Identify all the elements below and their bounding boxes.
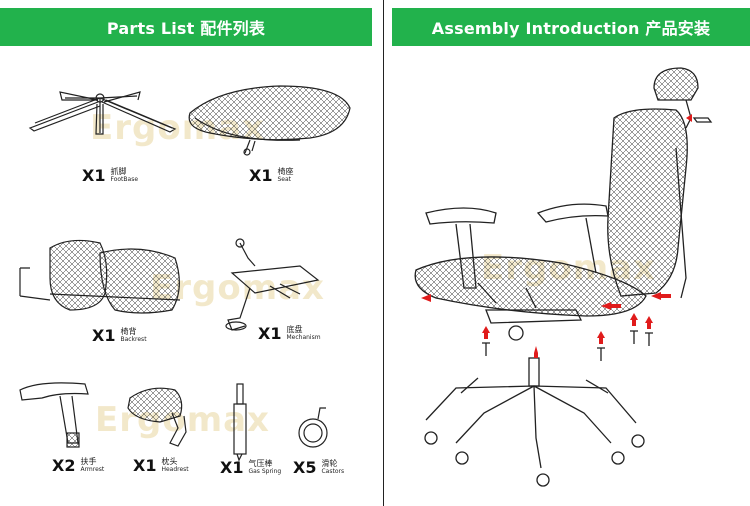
gas-spring-drawing [233,383,247,462]
footbase-drawing [28,91,177,135]
part-name-cn: 底盘 [286,325,303,335]
castor-drawing [298,407,328,448]
parts-list-header: Parts List 配件列表 [0,8,372,46]
part-name-en: Gas Spring [248,467,282,475]
part-name-en: Armrest [80,465,105,473]
part-quantity: X1 [258,324,282,343]
part-name-en: FootBase [110,175,139,183]
part-name-cn: 椅背 [120,327,137,337]
part-name-en: Seat [277,175,291,183]
part-name-cn: 抓脚 [110,167,127,177]
assembly-arrows [421,114,692,358]
part-name-cn: 滑轮 [321,459,338,469]
part-quantity: X5 [293,458,317,477]
part-name-en: Headrest [161,465,189,473]
armrest-drawing [19,382,89,448]
parts-list-panel: Ergomax Ergomax Ergomax [0,48,382,506]
assembled-mechanism [485,309,583,341]
part-quantity: X1 [133,456,157,475]
assembled-base [424,357,645,487]
assembly-illustration [414,67,713,487]
part-quantity: X1 [92,326,116,345]
screws [482,117,713,361]
part-name-en: Mechanism [286,333,321,341]
mechanism-drawing [225,238,320,331]
assembled-backrest [607,108,688,299]
backrest-drawing [19,239,181,314]
assembly-panel: Ergomax [386,48,750,506]
part-name-en: Castors [321,467,345,475]
parts-illustrations [19,85,351,462]
part-quantity: X1 [82,166,106,185]
part-name-en: Backrest [120,335,147,343]
headrest-drawing [127,387,187,447]
assembled-armrest-right [536,203,609,274]
part-name-cn: 椅座 [277,167,294,177]
part-quantity: X1 [220,458,244,477]
seat-drawing [188,85,351,156]
assembly-introduction-header: Assembly Introduction 产品安装 [392,8,750,46]
part-quantity: X1 [249,166,273,185]
part-name-cn: 枕头 [161,457,178,467]
center-divider [383,0,384,506]
part-quantity: X2 [52,456,76,475]
part-name-cn: 气压棒 [248,459,273,469]
part-name-cn: 扶手 [80,457,97,467]
assembled-seat [414,256,647,317]
